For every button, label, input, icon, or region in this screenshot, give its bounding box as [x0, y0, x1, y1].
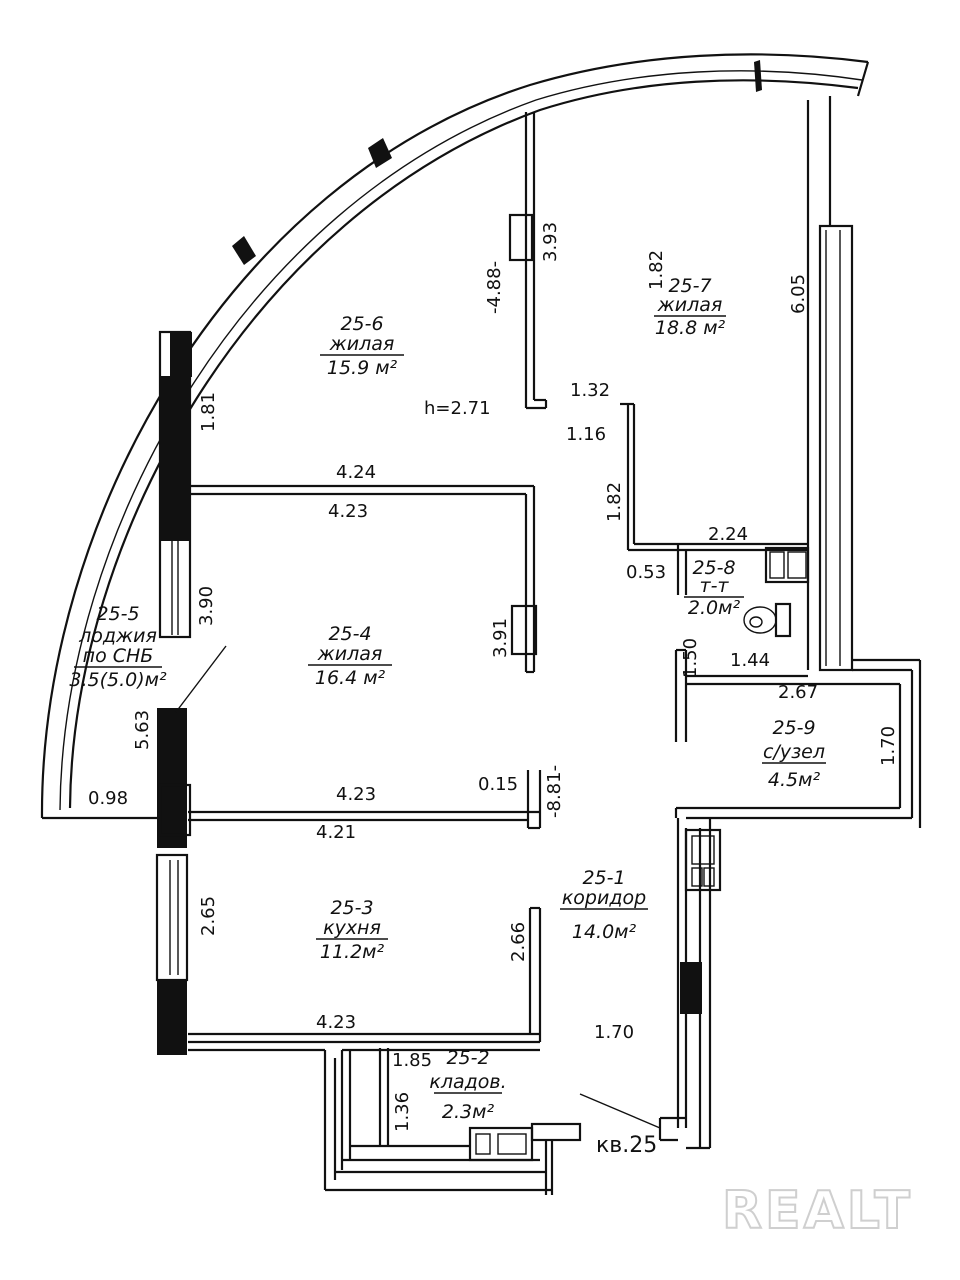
- dimension-label: -8.81-: [544, 765, 565, 818]
- apartment-label: кв.25: [596, 1133, 657, 1158]
- svg-text:2.3м²: 2.3м²: [442, 1101, 495, 1123]
- bathroom-walls: [674, 648, 922, 828]
- dimension-label: 2.66: [508, 922, 529, 962]
- room-label-25-9: 25-9 с/узел 4.5м²: [762, 717, 826, 791]
- storage-walls: [188, 1048, 582, 1195]
- toilet-room-walls: [620, 402, 810, 638]
- dimension-label: 1.44: [730, 650, 770, 671]
- partition-25-6-25-4: [190, 484, 538, 674]
- svg-text:лоджия: лоджия: [78, 625, 157, 647]
- svg-text:25-1: 25-1: [582, 867, 625, 889]
- svg-text:коридор: коридор: [562, 887, 646, 909]
- dimension-label: 5.63: [132, 710, 153, 750]
- dimension-label: 4.21: [316, 822, 356, 843]
- svg-text:18.8 м²: 18.8 м²: [655, 317, 726, 339]
- room-label-25-5: 25-5 лоджия по СНБ 3.5(5.0)м²: [69, 603, 167, 691]
- dimension-label: 6.05: [788, 274, 809, 314]
- dimension-label: 1.82: [604, 482, 625, 522]
- partition-25-6-25-7: [508, 112, 548, 410]
- svg-text:25-2: 25-2: [446, 1047, 489, 1069]
- right-wall: [806, 96, 854, 672]
- loggia-leader: [175, 645, 227, 713]
- svg-text:жилая: жилая: [657, 294, 723, 316]
- dimension-label: 1.82: [646, 250, 667, 290]
- dimension-label: 0.15: [478, 774, 518, 795]
- partition-25-4-25-3: [188, 770, 542, 830]
- dimension-label: 4.23: [336, 784, 376, 805]
- svg-text:15.9 м²: 15.9 м²: [327, 357, 398, 379]
- dimension-label: 1.85: [392, 1050, 432, 1071]
- dimension-label: 1.36: [392, 1092, 413, 1132]
- room-label-25-6: 25-6 жилая 15.9 м²: [320, 313, 404, 379]
- room-label-25-4: 25-4 жилая 16.4 м²: [308, 623, 392, 689]
- room-label-25-2: 25-2 кладов. 2.3м²: [429, 1047, 506, 1123]
- dimension-label: 2.67: [778, 682, 818, 703]
- kitchen-walls: [188, 906, 542, 1044]
- svg-text:25-5: 25-5: [96, 603, 139, 625]
- svg-text:25-3: 25-3: [330, 897, 373, 919]
- dimension-label: 2.24: [708, 524, 748, 545]
- dimension-label: 1.16: [566, 424, 606, 445]
- dimension-label: 0.53: [626, 562, 666, 583]
- dimension-label: -4.88-: [484, 261, 505, 314]
- room-label-25-8: 25-8 т-т 2.0м²: [684, 557, 744, 619]
- dimension-label: 1.50: [680, 638, 701, 678]
- outer-curved-wall: [40, 53, 870, 820]
- dimension-label: 0.98: [88, 788, 128, 809]
- svg-text:4.5м²: 4.5м²: [768, 769, 821, 791]
- svg-text:3.5(5.0)м²: 3.5(5.0)м²: [69, 669, 167, 691]
- svg-text:кухня: кухня: [323, 917, 381, 939]
- svg-text:2.0м²: 2.0м²: [688, 597, 741, 619]
- dimension-label: 3.91: [490, 618, 511, 658]
- svg-text:25-7: 25-7: [668, 275, 711, 297]
- svg-text:с/узел: с/узел: [763, 741, 825, 763]
- svg-text:т-т: т-т: [700, 575, 730, 597]
- svg-text:кладов.: кладов.: [429, 1071, 506, 1093]
- svg-text:25-9: 25-9: [772, 717, 815, 739]
- dimension-label: 1.32: [570, 380, 610, 401]
- svg-text:25-4: 25-4: [328, 623, 371, 645]
- svg-text:11.2м²: 11.2м²: [320, 941, 385, 963]
- room-label-25-1: 25-1 коридор 14.0м²: [560, 867, 648, 943]
- realt-watermark: REALT: [722, 1181, 913, 1241]
- dimension-label: 3.93: [540, 222, 561, 262]
- dimension-label: 2.65: [198, 896, 219, 936]
- ceiling-height-label: h=2.71: [424, 398, 491, 419]
- room-label-25-3: 25-3 кухня 11.2м²: [316, 897, 388, 963]
- dimension-label: 4.24: [336, 462, 376, 483]
- corridor-walls: [579, 818, 722, 1150]
- left-wall: [155, 330, 192, 1055]
- svg-text:жилая: жилая: [317, 643, 383, 665]
- room-label-25-7: 25-7 жилая 18.8 м²: [654, 275, 726, 339]
- svg-text:14.0м²: 14.0м²: [572, 921, 637, 943]
- dimension-label: 1.70: [594, 1022, 634, 1043]
- svg-text:по СНБ: по СНБ: [83, 645, 154, 667]
- dimension-label: 4.23: [316, 1012, 356, 1033]
- dimension-label: 4.23: [328, 501, 368, 522]
- dimension-label: 3.90: [196, 586, 217, 626]
- svg-text:жилая: жилая: [329, 333, 395, 355]
- svg-text:16.4 м²: 16.4 м²: [315, 667, 386, 689]
- svg-text:25-8: 25-8: [692, 557, 735, 579]
- dimension-label: 1.81: [198, 392, 219, 432]
- svg-text:25-6: 25-6: [340, 313, 383, 335]
- dimension-label: 1.70: [878, 726, 899, 766]
